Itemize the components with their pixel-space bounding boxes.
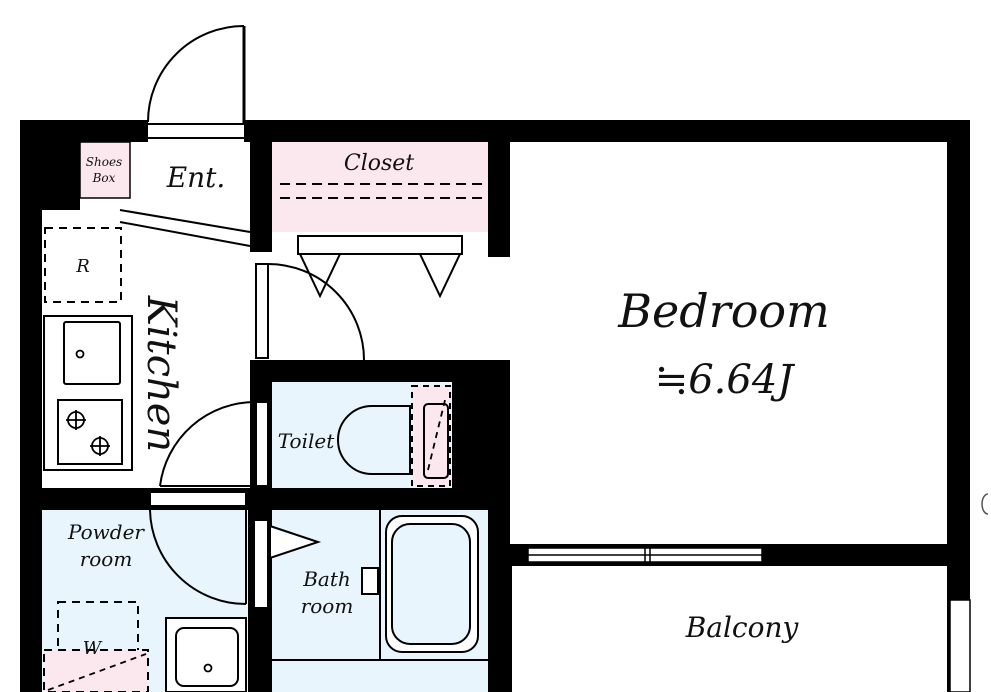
- bathroom-door[interactable]: [253, 519, 322, 609]
- bedroom-door[interactable]: [255, 263, 365, 361]
- entrance-door[interactable]: [147, 25, 246, 142]
- balcony-floor: [512, 566, 947, 692]
- refrigerator-label: R: [75, 256, 90, 277]
- balcony-label: Balcony: [685, 611, 800, 644]
- bath-room-label-2: room: [301, 594, 354, 618]
- balcony: Balcony: [685, 599, 971, 692]
- stove: [57, 399, 123, 465]
- toilet: Toilet: [278, 385, 451, 487]
- bedroom-label: Bedroom: [617, 284, 829, 338]
- powder-room-label-2: room: [80, 547, 133, 571]
- closet-label: Closet: [344, 151, 414, 176]
- toilet-label: Toilet: [278, 429, 335, 453]
- kitchen-counter: [43, 315, 133, 471]
- burner-icon: [66, 410, 110, 456]
- kitchen-label: Kitchen: [138, 295, 184, 452]
- bath-room-label-1: Bath: [302, 567, 351, 591]
- powder-room-label-1: Powder: [67, 520, 145, 544]
- shoes-box: Shoes Box: [79, 141, 131, 199]
- washer-label: W: [83, 638, 103, 659]
- entrance-step: [119, 209, 251, 247]
- closet: Closet: [280, 151, 486, 199]
- refrigerator: R: [44, 227, 122, 303]
- bathtub: [272, 510, 488, 661]
- shoes-box-label-1: Shoes: [86, 155, 122, 169]
- sink: [63, 321, 121, 385]
- bedroom-floor: [510, 142, 947, 544]
- bedroom-size: ≒6.64J: [655, 357, 796, 403]
- balcony-window[interactable]: [527, 547, 763, 563]
- closet-doors[interactable]: [297, 235, 463, 299]
- washer-space: W: [43, 601, 149, 692]
- edge-mark: [981, 493, 989, 515]
- shoes-box-label-2: Box: [92, 171, 116, 185]
- closet-floor: [272, 142, 488, 232]
- entrance-label: Ent.: [166, 161, 226, 194]
- toilet-door[interactable]: [159, 400, 269, 487]
- powder-room-door[interactable]: [149, 491, 247, 605]
- wash-basin: [165, 617, 247, 692]
